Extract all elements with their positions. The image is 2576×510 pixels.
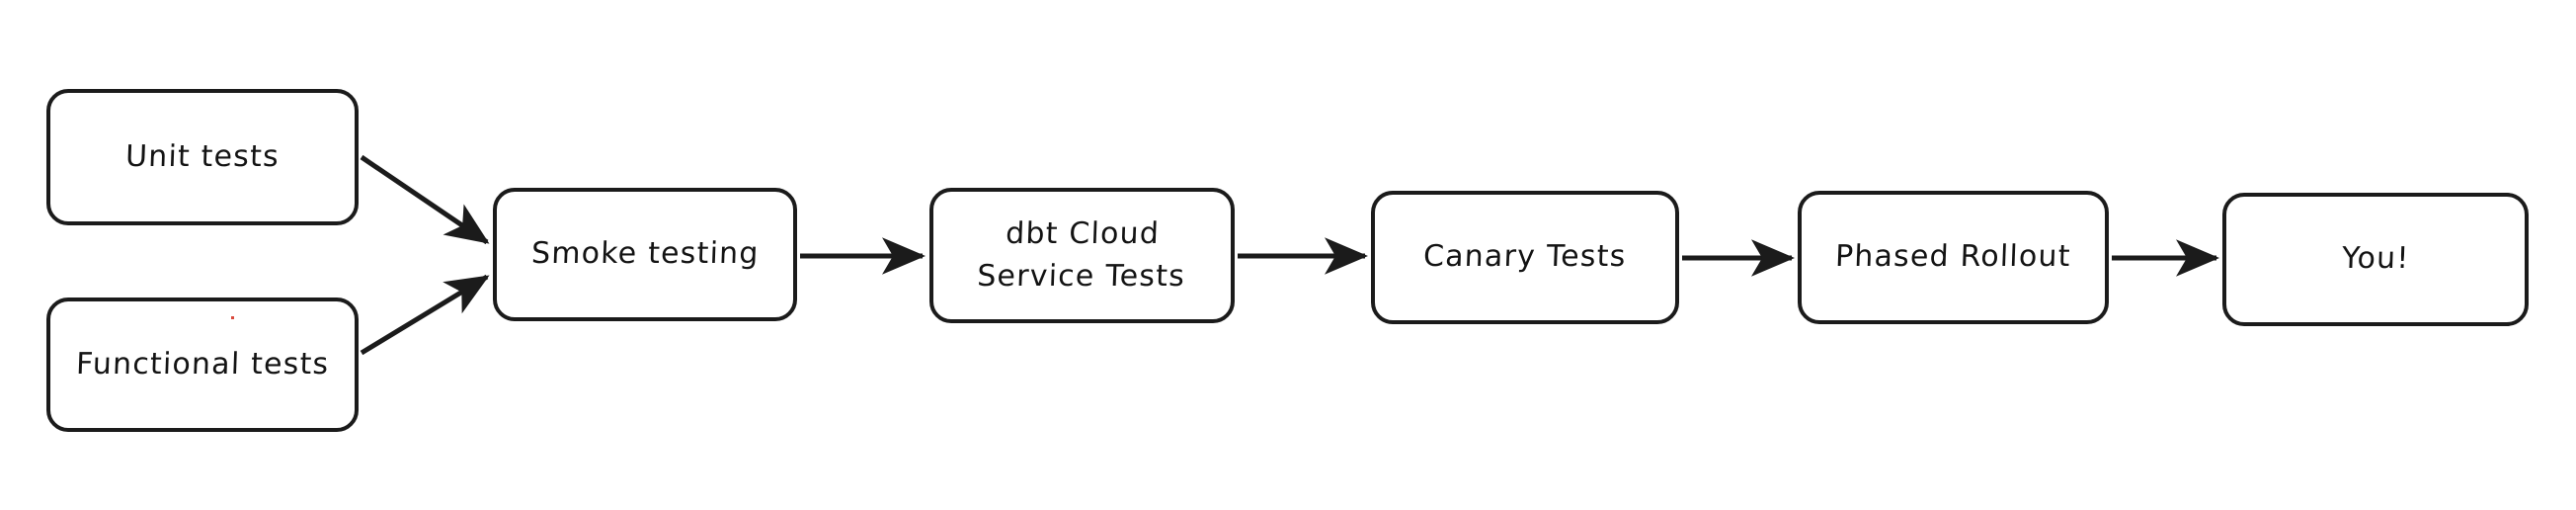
node-canary-tests-label: Canary Tests <box>1422 239 1628 275</box>
node-dbt-cloud-service-tests-label: dbt Cloud Service Tests <box>976 215 1186 294</box>
node-phased-rollout[interactable]: Phased Rollout <box>1798 191 2109 324</box>
edge-unit-tests-to-smoke-testing <box>360 154 490 245</box>
node-unit-tests[interactable]: Unit tests <box>46 89 359 225</box>
node-phased-rollout-label: Phased Rollout <box>1834 239 2072 275</box>
node-functional-tests-label: Functional tests <box>75 346 330 382</box>
stray-mark <box>231 316 234 319</box>
node-you[interactable]: You! <box>2222 193 2529 326</box>
node-you-label: You! <box>2341 241 2410 277</box>
node-smoke-testing[interactable]: Smoke testing <box>493 188 797 321</box>
node-canary-tests[interactable]: Canary Tests <box>1371 191 1679 324</box>
node-smoke-testing-label: Smoke testing <box>530 236 760 272</box>
node-unit-tests-label: Unit tests <box>124 138 281 174</box>
edge-functional-tests-to-smoke-testing <box>360 274 490 356</box>
node-functional-tests[interactable]: Functional tests <box>46 298 359 432</box>
node-dbt-cloud-service-tests[interactable]: dbt Cloud Service Tests <box>929 188 1235 323</box>
